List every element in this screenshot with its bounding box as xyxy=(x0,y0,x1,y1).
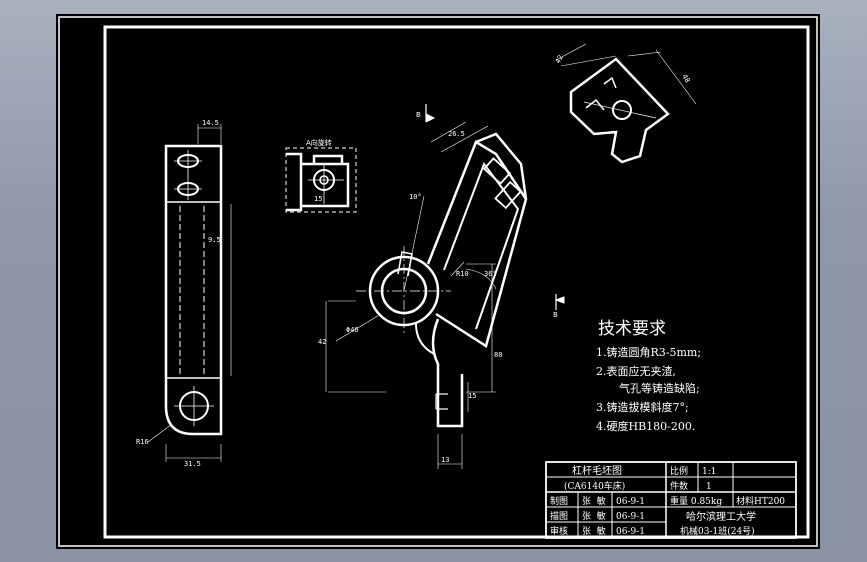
iso-view-b xyxy=(555,43,697,164)
left-view xyxy=(147,124,232,462)
dim-iso-a: 42 xyxy=(554,54,565,65)
dim-center-small: 15 xyxy=(468,392,476,400)
tb-row3-role: 审核 xyxy=(550,525,568,537)
tb-row2-name: 张 敏 xyxy=(582,510,606,522)
tb-material: 材料HT200 xyxy=(736,495,785,507)
section-a-label: A向旋转 xyxy=(306,138,332,147)
tech-req-line-5: 4.硬度HB180-200. xyxy=(596,419,695,433)
view-b-marker-bottom: B xyxy=(553,311,558,319)
main-view xyxy=(325,104,565,469)
tb-row1-name: 张 敏 xyxy=(582,495,606,507)
dim-center-radius: R10 xyxy=(456,270,469,278)
dim-center-height-right: 80 xyxy=(494,351,502,359)
tb-qty-value: 1 xyxy=(706,482,712,492)
tb-school: 哈尔滨理工大学 xyxy=(686,510,756,523)
tech-req-line-3: 气孔等铸造缺陷; xyxy=(612,381,700,395)
tb-qty-label: 件数 xyxy=(670,480,688,492)
tb-row1-date: 06-9-1 xyxy=(616,497,645,507)
tech-req-title: 技术要求 xyxy=(598,319,666,339)
outer-border xyxy=(58,16,818,547)
tech-req-line-2: 2.表面应无夹渣, xyxy=(596,364,676,378)
dim-left-bottom-width: 31.5 xyxy=(184,460,201,468)
tb-row3-date: 06-9-1 xyxy=(616,527,645,537)
drawing-sheet: 14.5 9.5 R16 31.5 A向旋转 15 xyxy=(56,14,820,549)
dim-center-bottom: 13 xyxy=(441,456,449,464)
section-a-view xyxy=(285,147,357,213)
dim-iso-b: 48 xyxy=(680,73,691,84)
title-block: 杠杆毛坯图 (CA6140车床) 比例 1:1 件数 1 制图 张 敏 06-9… xyxy=(550,464,785,537)
tb-scale-value: 1:1 xyxy=(702,467,716,477)
dim-center-angle2: 36° xyxy=(484,270,497,278)
tb-machine: (CA6140车床) xyxy=(564,480,625,492)
tb-row1-role: 制图 xyxy=(550,495,568,507)
tb-weight: 重量 0.85kg xyxy=(670,495,722,507)
dim-left-slot: 9.5 xyxy=(208,236,221,244)
dim-section-small: 15 xyxy=(314,195,322,203)
tb-row2-date: 06-9-1 xyxy=(616,512,645,522)
tb-part-name: 杠杆毛坯图 xyxy=(572,464,622,477)
tb-class-info: 机械03-1班(24号) xyxy=(680,525,755,537)
dim-center-height-left: 42 xyxy=(318,338,326,346)
tb-row2-role: 描图 xyxy=(550,510,568,522)
inner-frame xyxy=(103,25,810,539)
tb-row3-name: 张 敏 xyxy=(582,525,606,537)
dim-left-top-width: 14.5 xyxy=(202,119,219,127)
tech-req-line-1: 1.铸造圆角R3-5mm; xyxy=(596,345,701,359)
dim-left-fillet: R16 xyxy=(136,438,149,446)
drawing-canvas: 14.5 9.5 R16 31.5 A向旋转 15 xyxy=(58,16,818,547)
title-block-grid xyxy=(545,461,797,539)
tb-scale-label: 比例 xyxy=(670,465,688,477)
tech-req-line-4: 3.铸造拔模斜度7°; xyxy=(596,400,689,414)
dim-center-hole: Φ46 xyxy=(346,326,359,334)
dim-center-angle: 10° xyxy=(409,193,422,201)
dim-center-top-width: 26.5 xyxy=(448,130,465,138)
view-b-marker-top: B xyxy=(416,111,421,119)
